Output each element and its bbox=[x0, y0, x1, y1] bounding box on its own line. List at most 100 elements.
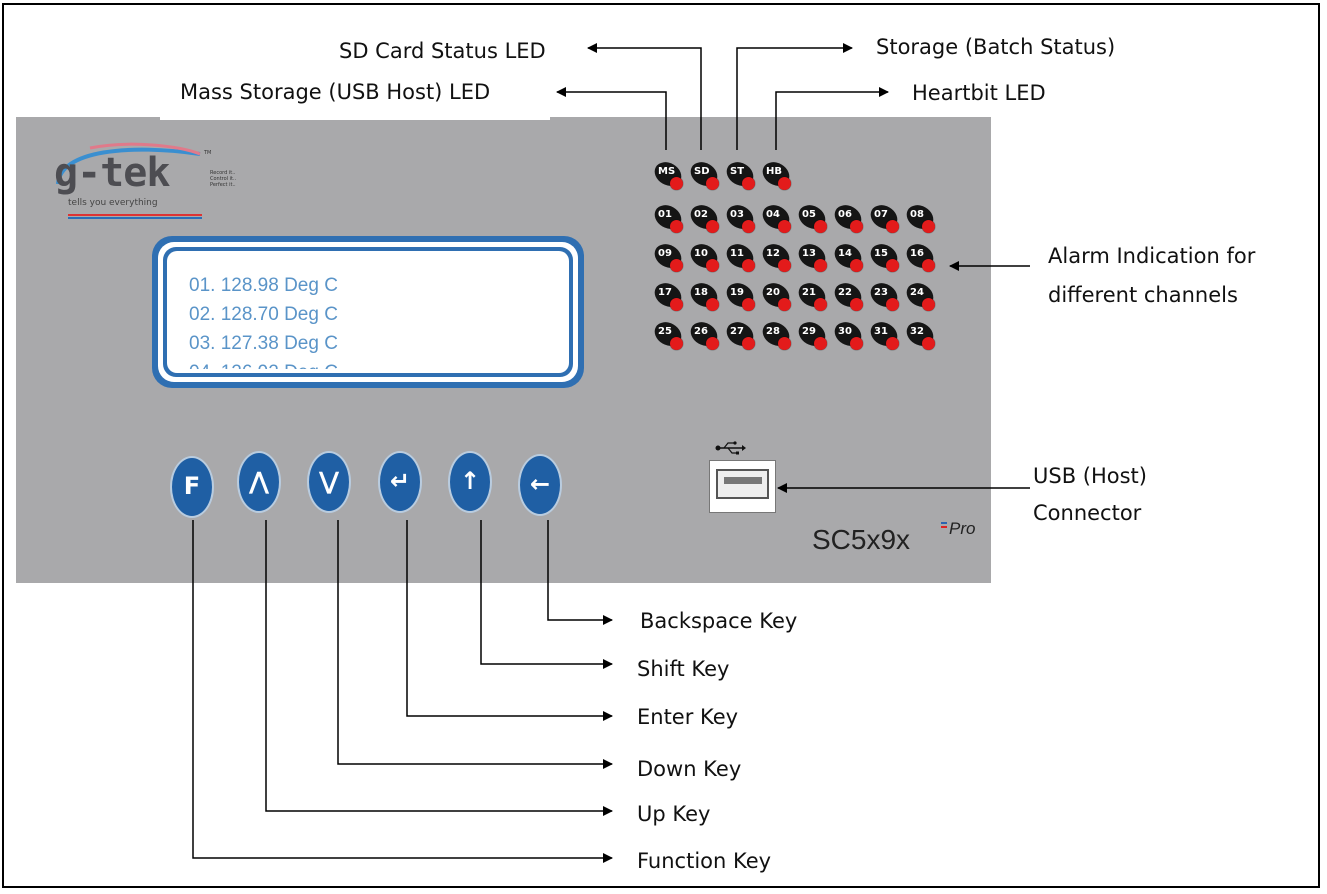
channel-led-12-label: 12 bbox=[766, 248, 780, 259]
logo-swoosh-icon bbox=[56, 142, 202, 219]
lcd-screen: 01. 128.98 Deg C 02. 128.70 Deg C 03. 12… bbox=[167, 251, 569, 373]
status-led-st-lamp bbox=[742, 177, 755, 190]
channel-led-32-label: 32 bbox=[910, 326, 924, 337]
backspace-key[interactable]: ← bbox=[518, 454, 562, 516]
channel-led-23-lamp bbox=[886, 298, 899, 311]
function-key-label: F bbox=[183, 472, 201, 500]
usb-host-connector[interactable] bbox=[709, 460, 776, 513]
label-usb-1: USB (Host) bbox=[1033, 464, 1147, 488]
channel-led-30: 30 bbox=[830, 317, 866, 353]
channel-led-17: 17 bbox=[650, 278, 686, 314]
lcd-bezel: 01. 128.98 Deg C 02. 128.70 Deg C 03. 12… bbox=[158, 242, 578, 382]
logo-slogan-1: Record it.. bbox=[210, 170, 236, 176]
channel-led-21: 21 bbox=[794, 278, 830, 314]
status-led-hb-label: HB bbox=[766, 166, 782, 177]
channel-led-21-label: 21 bbox=[802, 287, 816, 298]
channel-led-27-label: 27 bbox=[730, 326, 744, 337]
channel-led-11-lamp bbox=[742, 259, 755, 272]
line-function bbox=[192, 520, 613, 863]
channel-led-28-label: 28 bbox=[766, 326, 780, 337]
channel-led-18-lamp bbox=[706, 298, 719, 311]
channel-led-14-lamp bbox=[850, 259, 863, 272]
channel-led-10-lamp bbox=[706, 259, 719, 272]
up-key[interactable]: ⋀ bbox=[237, 451, 281, 513]
label-mass-storage: Mass Storage (USB Host) LED bbox=[180, 80, 491, 104]
channel-led-02-lamp bbox=[706, 220, 719, 233]
channel-led-15: 15 bbox=[866, 239, 902, 275]
channel-led-27: 27 bbox=[722, 317, 758, 353]
status-led-ms-lamp bbox=[670, 177, 683, 190]
channel-led-07-lamp bbox=[886, 220, 899, 233]
label-sd-card: SD Card Status LED bbox=[339, 39, 546, 63]
shift-key[interactable]: ↑ bbox=[448, 451, 492, 513]
panel-notch bbox=[160, 110, 550, 120]
channel-led-10: 10 bbox=[686, 239, 722, 275]
channel-led-20-lamp bbox=[778, 298, 791, 311]
model-name: SC5x9x bbox=[812, 524, 911, 555]
label-usb-2: Connector bbox=[1033, 501, 1142, 525]
channel-led-31: 31 bbox=[866, 317, 902, 353]
channel-led-13: 13 bbox=[794, 239, 830, 275]
channel-led-26-label: 26 bbox=[694, 326, 708, 337]
channel-led-07-label: 07 bbox=[874, 209, 888, 220]
down-arrow-icon: ⋁ bbox=[318, 467, 340, 495]
channel-led-32: 32 bbox=[902, 317, 938, 353]
channel-led-01-label: 01 bbox=[658, 209, 672, 220]
channel-led-12: 12 bbox=[758, 239, 794, 275]
enter-key[interactable]: ↵ bbox=[378, 451, 422, 513]
model-accent-red bbox=[941, 526, 947, 528]
channel-led-08-lamp bbox=[922, 220, 935, 233]
logo-tagline: tells you everything bbox=[68, 198, 158, 208]
label-function-key: Function Key bbox=[637, 849, 772, 873]
channel-led-01: 01 bbox=[650, 200, 686, 236]
status-led-st-label: ST bbox=[730, 166, 745, 177]
channel-led-10-label: 10 bbox=[694, 248, 708, 259]
channel-led-30-label: 30 bbox=[838, 326, 852, 337]
status-led-st: ST bbox=[722, 157, 758, 193]
usb-port-tongue bbox=[724, 477, 762, 484]
channel-led-21-lamp bbox=[814, 298, 827, 311]
lcd-inner-bezel: 01. 128.98 Deg C 02. 128.70 Deg C 03. 12… bbox=[163, 247, 573, 377]
channel-led-05-lamp bbox=[814, 220, 827, 233]
channel-led-22-label: 22 bbox=[838, 287, 852, 298]
status-led-hb-lamp bbox=[778, 177, 791, 190]
channel-led-29-lamp bbox=[814, 337, 827, 350]
channel-led-24-label: 24 bbox=[910, 287, 924, 298]
channel-led-05-label: 05 bbox=[802, 209, 816, 220]
label-alarm-2: different channels bbox=[1048, 283, 1238, 307]
channel-led-18-label: 18 bbox=[694, 287, 708, 298]
model-accent-blue bbox=[941, 522, 947, 524]
line-sd bbox=[587, 43, 702, 150]
channel-led-18: 18 bbox=[686, 278, 722, 314]
down-key[interactable]: ⋁ bbox=[307, 451, 351, 513]
diagram-frame bbox=[2, 3, 1320, 888]
channel-led-13-lamp bbox=[814, 259, 827, 272]
channel-led-05: 05 bbox=[794, 200, 830, 236]
line-st bbox=[736, 43, 853, 150]
channel-led-16-label: 16 bbox=[910, 248, 924, 259]
function-key[interactable]: F bbox=[170, 456, 214, 518]
channel-led-31-label: 31 bbox=[874, 326, 888, 337]
logo-wordmark: g-tek bbox=[54, 150, 170, 196]
lcd-line-4: 04. 126.92 Deg C bbox=[189, 358, 338, 369]
label-storage-batch: Storage (Batch Status) bbox=[876, 35, 1116, 59]
channel-led-29: 29 bbox=[794, 317, 830, 353]
channel-led-09-lamp bbox=[670, 259, 683, 272]
channel-led-17-label: 17 bbox=[658, 287, 672, 298]
channel-led-19-lamp bbox=[742, 298, 755, 311]
label-enter-key: Enter Key bbox=[637, 705, 739, 729]
channel-led-25: 25 bbox=[650, 317, 686, 353]
channel-led-12-lamp bbox=[778, 259, 791, 272]
channel-led-06: 06 bbox=[830, 200, 866, 236]
label-down-key: Down Key bbox=[637, 757, 742, 781]
channel-led-04-label: 04 bbox=[766, 209, 780, 220]
status-led-sd-label: SD bbox=[694, 166, 710, 177]
label-shift-key: Shift Key bbox=[637, 657, 730, 681]
line-down bbox=[337, 520, 613, 769]
lcd-lines: 01. 128.98 Deg C 02. 128.70 Deg C 03. 12… bbox=[189, 271, 338, 369]
channel-led-28: 28 bbox=[758, 317, 794, 353]
gtek-logo: g-tek tells you everything Record it.. C… bbox=[50, 140, 236, 220]
channel-led-32-lamp bbox=[922, 337, 935, 350]
status-led-ms: MS bbox=[650, 157, 686, 193]
channel-led-08: 08 bbox=[902, 200, 938, 236]
